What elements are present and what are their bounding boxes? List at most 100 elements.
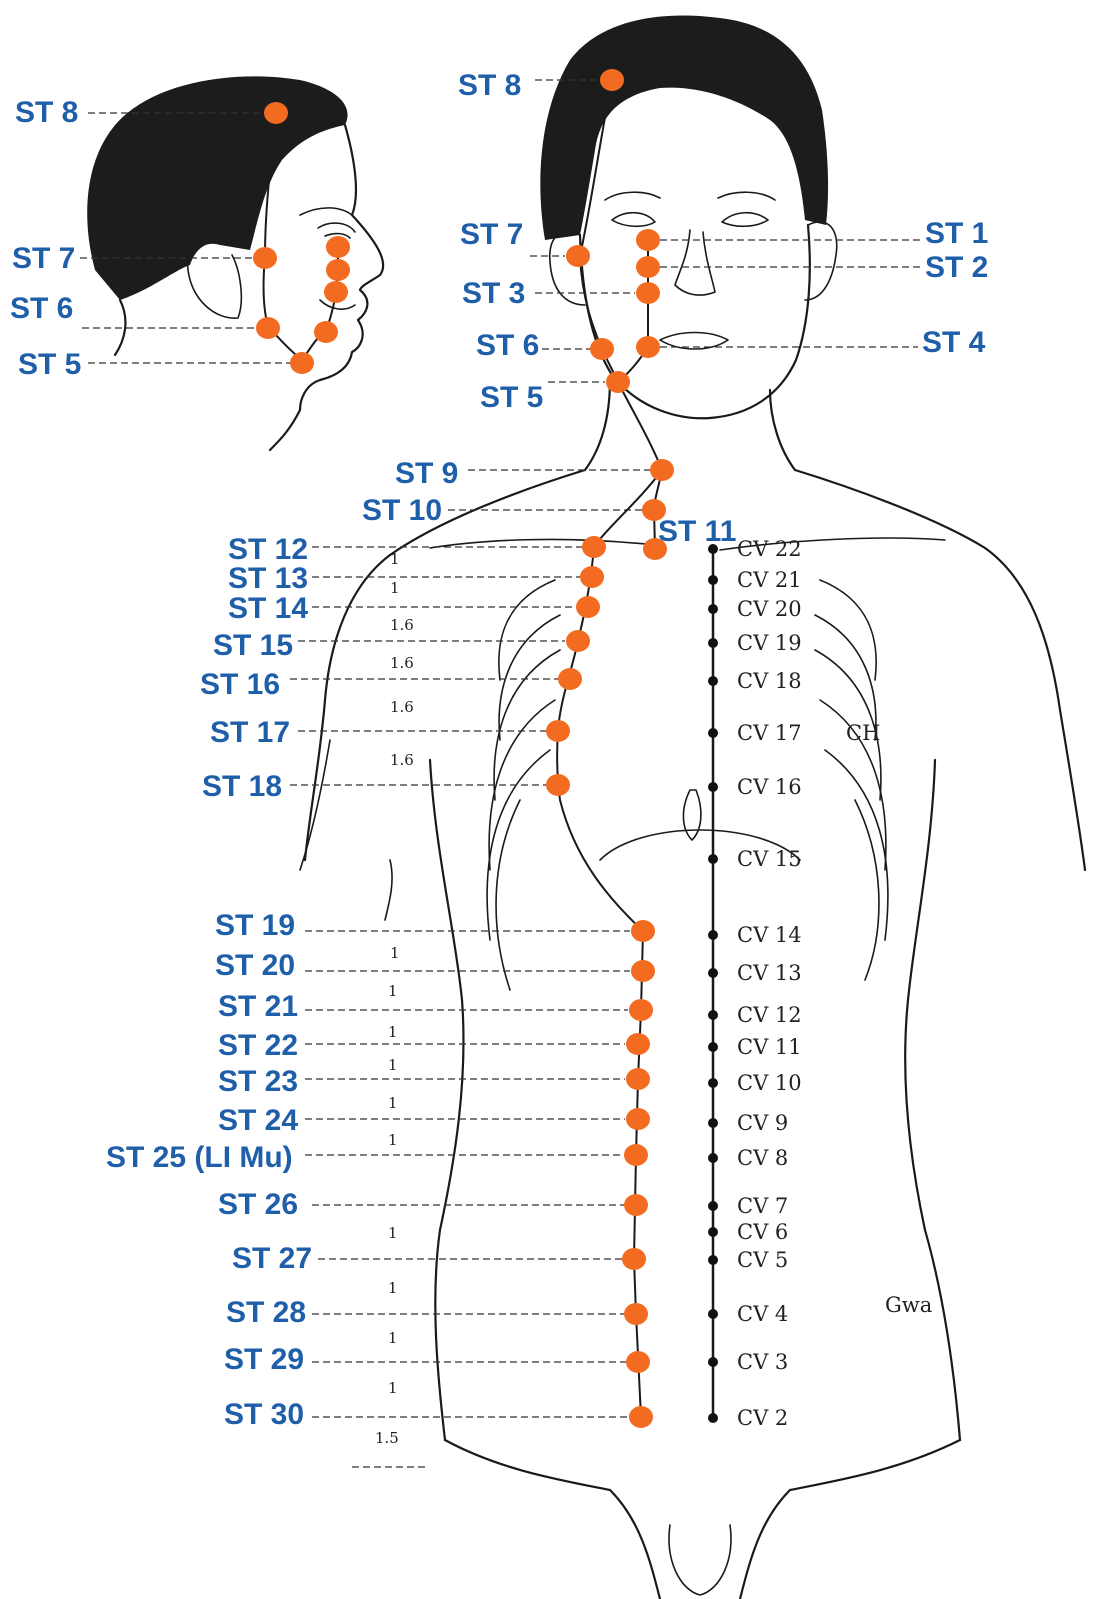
front-point-st-15 xyxy=(566,630,590,652)
front-label-st-10: ST 10 xyxy=(362,494,442,527)
cv-label-cv-6: CV 6 xyxy=(737,1220,788,1244)
front-point-st-22 xyxy=(626,1033,650,1055)
front-label-st-28: ST 28 xyxy=(226,1296,306,1329)
side-face-point-2 xyxy=(324,281,348,303)
spacing-label-15: 1 xyxy=(388,1379,398,1397)
cv-point-cv-5 xyxy=(708,1255,718,1265)
cv-label-cv-8: CV 8 xyxy=(737,1146,788,1170)
front-label-st-24: ST 24 xyxy=(218,1104,298,1137)
front-label-st-27: ST 27 xyxy=(232,1242,312,1275)
front-point-st-9 xyxy=(650,459,674,481)
front-point-st-7 xyxy=(566,245,590,267)
front-point-st-23 xyxy=(626,1068,650,1090)
side-face-point-3 xyxy=(314,321,338,343)
front-label-st-14: ST 14 xyxy=(228,592,308,625)
side-label-st-8: ST 8 xyxy=(15,96,78,129)
front-point-st-2 xyxy=(636,256,660,278)
cv-label-cv-12: CV 12 xyxy=(737,1003,802,1027)
front-label-st-4: ST 4 xyxy=(922,326,986,359)
meridian-lines xyxy=(557,80,662,1417)
side-label-st-5: ST 5 xyxy=(18,348,81,381)
spacing-label-13: 1 xyxy=(388,1279,398,1297)
front-point-st-25-li-mu xyxy=(624,1144,648,1166)
side-face-point-1 xyxy=(326,259,350,281)
cv-label-cv-18: CV 18 xyxy=(737,669,802,693)
spacing-label-10: 1 xyxy=(388,1094,398,1112)
front-neck xyxy=(585,380,795,470)
front-point-st-17 xyxy=(546,720,570,742)
cv-point-cv-4 xyxy=(708,1309,718,1319)
cv-label-cv-16: CV 16 xyxy=(737,775,802,799)
cv-point-cv-13 xyxy=(708,968,718,978)
front-point-st-5 xyxy=(606,371,630,393)
cv-label-cv-21: CV 21 xyxy=(737,568,802,592)
spacing-label-1: 1 xyxy=(390,579,400,597)
cv-label-cv-5: CV 5 xyxy=(737,1248,788,1272)
front-torso-sides xyxy=(430,760,960,1440)
cv-point-cv-2 xyxy=(708,1413,718,1423)
front-label-st-7: ST 7 xyxy=(460,218,523,251)
front-label-st-13: ST 13 xyxy=(228,562,308,595)
front-point-st-28 xyxy=(624,1303,648,1325)
gwa-label: Gwa xyxy=(885,1293,932,1317)
front-groin xyxy=(669,1525,731,1595)
front-point-st-29 xyxy=(626,1351,650,1373)
side-point-st-6 xyxy=(256,317,280,339)
cv-label-cv-4: CV 4 xyxy=(737,1302,788,1326)
spacing-label-14: 1 xyxy=(388,1329,398,1347)
cv-label-cv-20: CV 20 xyxy=(737,597,802,621)
cv-point-cv-21 xyxy=(708,575,718,585)
front-point-st-19 xyxy=(631,920,655,942)
spacing-label-7: 1 xyxy=(388,982,398,1000)
front-label-st-2: ST 2 xyxy=(925,251,988,284)
spacing-label-3: 1.6 xyxy=(390,654,414,672)
front-label-st-29: ST 29 xyxy=(224,1343,304,1376)
ch-label: CH xyxy=(846,721,880,745)
spacing-label-5: 1.6 xyxy=(390,751,414,769)
front-point-st-6 xyxy=(590,338,614,360)
cv-point-cv-10 xyxy=(708,1078,718,1088)
cv-point-cv-9 xyxy=(708,1118,718,1128)
front-point-st-3 xyxy=(636,282,660,304)
cv-point-cv-8 xyxy=(708,1153,718,1163)
spacing-label-0: 1 xyxy=(390,550,400,568)
front-label-st-11: ST 11 xyxy=(658,515,736,548)
front-label-st-23: ST 23 xyxy=(218,1065,298,1098)
front-point-st-24 xyxy=(626,1108,650,1130)
cv-point-cv-19 xyxy=(708,638,718,648)
spacing-label-11: 1 xyxy=(388,1131,398,1149)
spacing-label-12: 1 xyxy=(388,1224,398,1242)
front-label-st-19: ST 19 xyxy=(215,909,295,942)
spacing-label-6: 1 xyxy=(390,944,400,962)
cv-point-cv-20 xyxy=(708,604,718,614)
front-point-st-21 xyxy=(629,999,653,1021)
cv-point-cv-7 xyxy=(708,1201,718,1211)
cv-line xyxy=(708,544,718,1423)
front-label-st-16: ST 16 xyxy=(200,668,280,701)
cv-point-cv-15 xyxy=(708,854,718,864)
cv-label-cv-3: CV 3 xyxy=(737,1350,788,1374)
cv-label-cv-11: CV 11 xyxy=(737,1035,802,1059)
front-label-st-8: ST 8 xyxy=(458,69,521,102)
front-pelvis xyxy=(445,1440,960,1599)
cv-label-cv-17: CV 17 xyxy=(737,721,802,745)
front-point-st-18 xyxy=(546,774,570,796)
front-label-st-5: ST 5 xyxy=(480,381,543,414)
front-label-st-6: ST 6 xyxy=(476,329,539,362)
front-label-st-20: ST 20 xyxy=(215,949,295,982)
side-head-hair xyxy=(87,76,347,300)
spacing-label-8: 1 xyxy=(388,1023,398,1041)
side-point-st-5 xyxy=(290,352,314,374)
front-point-st-12 xyxy=(582,536,606,558)
front-head-hair xyxy=(540,15,828,240)
side-face-point-0 xyxy=(326,236,350,258)
front-label-st-15: ST 15 xyxy=(213,629,293,662)
cv-point-cv-6 xyxy=(708,1227,718,1237)
front-label-st-18: ST 18 xyxy=(202,770,282,803)
cv-point-cv-14 xyxy=(708,930,718,940)
side-point-st-8 xyxy=(264,102,288,124)
cv-label-cv-10: CV 10 xyxy=(737,1071,802,1095)
cv-label-cv-7: CV 7 xyxy=(737,1194,788,1218)
front-point-st-26 xyxy=(624,1194,648,1216)
